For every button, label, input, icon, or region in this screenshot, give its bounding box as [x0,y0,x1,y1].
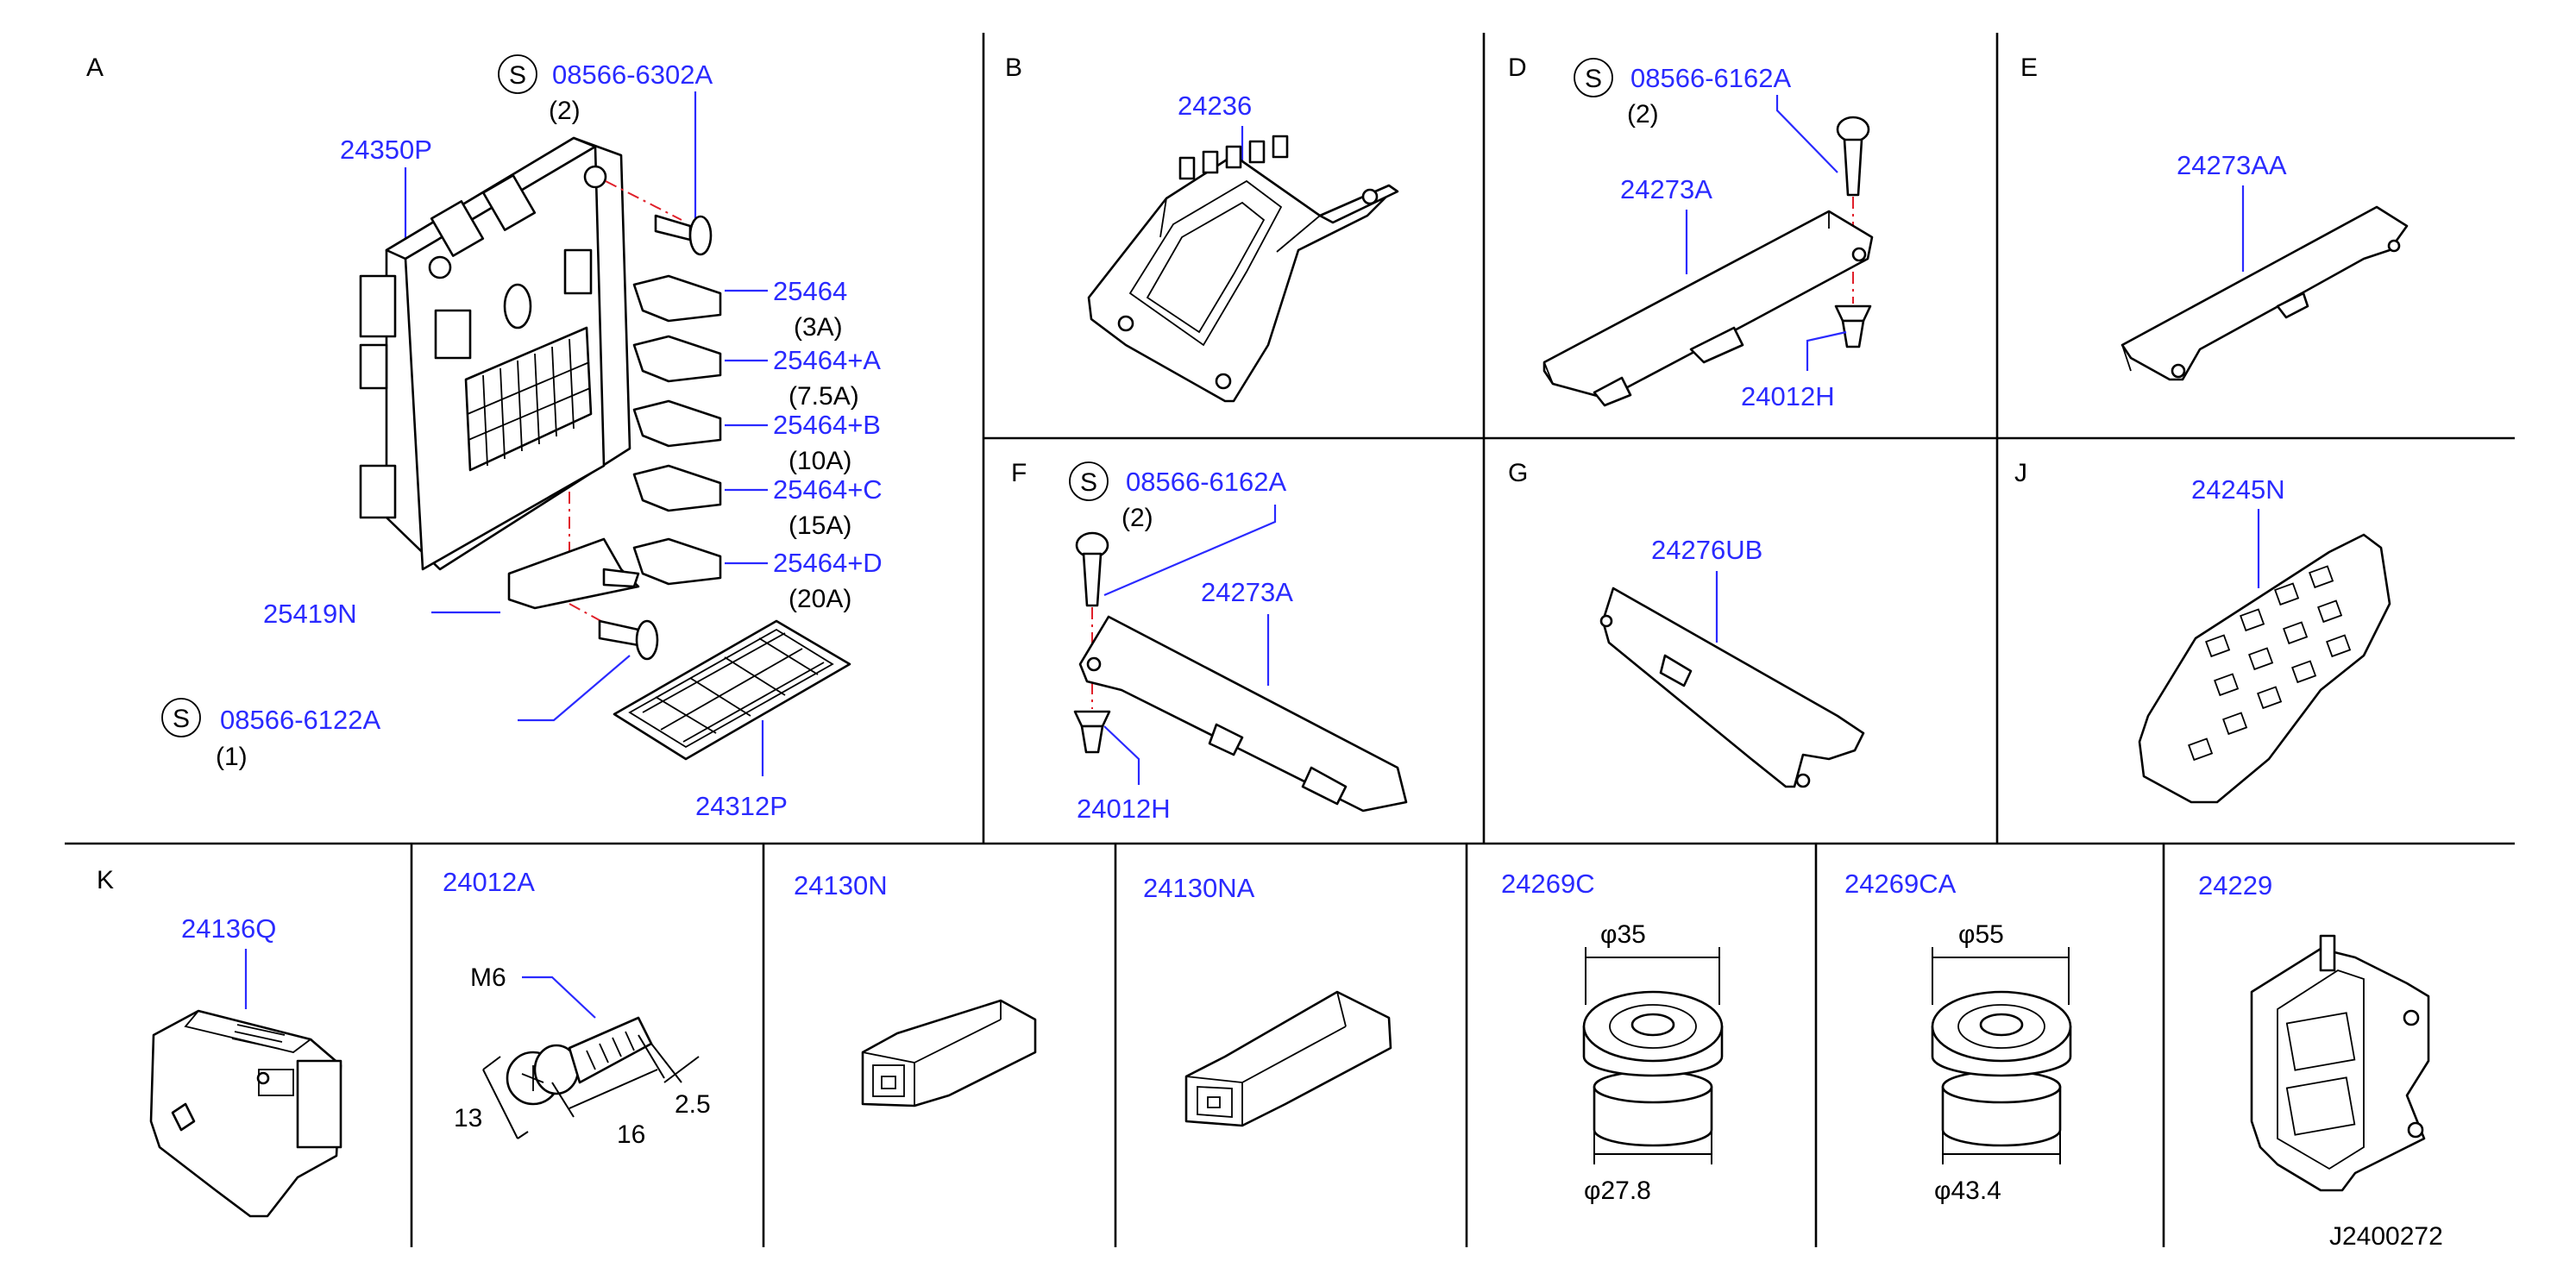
part-25464-b[interactable]: 25464+B [773,410,881,440]
part-d-24012H[interactable]: 24012H [1741,381,1835,411]
section-label-e: E [2020,53,2038,82]
part-25464-c[interactable]: 25464+C [773,474,883,505]
s-mark-f-icon [1069,461,1109,501]
part-24269CA[interactable]: 24269CA [1844,869,1957,899]
section-j: 24245N [2138,474,2391,804]
part-24130N[interactable]: 24130N [794,870,888,900]
section-label-g: G [1508,459,1528,487]
dim-inner-43-4: φ43.4 [1934,1176,2001,1205]
bolt-icon [506,1016,653,1106]
part-24136Q[interactable]: 24136Q [181,913,276,944]
section-d: S 08566-6162A (2) 24273A 24012H [1542,58,1874,411]
section-grommet1: 24269C φ35 φ27.8 [1501,869,1724,1205]
dim-length: 16 [617,1120,645,1149]
part-24236[interactable]: 24236 [1178,91,1252,121]
part-24350P[interactable]: 24350P [340,135,432,165]
part-08566-6122A[interactable]: 08566-6122A [220,705,380,735]
fuse-box-drawing [359,136,631,571]
s-mark-d-icon [1574,58,1613,97]
grid-lines [65,33,2515,1247]
part-24312P[interactable]: 24312P [695,791,788,821]
diagram-code: J2400272 [2329,1222,2443,1251]
bracket-drawing [507,537,640,610]
qty-label: (2) [549,97,581,125]
part-24012A[interactable]: 24012A [443,867,535,897]
section-label-a: A [86,53,104,82]
rating-3a: (3A) [794,313,843,342]
dim-outer-35: φ35 [1600,920,1646,949]
part-25464-a[interactable]: 25464+A [773,345,881,375]
rating-15a: (15A) [789,511,851,540]
section-f: S 08566-6162A (2) 24273A 24012H [1069,461,1408,824]
part-25464-d[interactable]: 25464+D [773,548,883,578]
section-b: 24236 [1087,91,1399,403]
part-24130NA[interactable]: 24130NA [1143,873,1255,903]
s-mark-icon [498,54,537,94]
s-mark-label: S [509,61,526,90]
part-d-08566-6162A[interactable]: 08566-6162A [1630,63,1791,93]
rating-10a: (10A) [789,447,851,475]
rating-20a: (20A) [789,585,851,613]
s-mark-f-label: S [1080,468,1097,497]
section-k: 24136Q [149,913,342,1218]
s-mark-bottom-icon [161,698,201,737]
section-a: S 08566-6302A (2) 24350P [161,54,883,821]
part-24245N[interactable]: 24245N [2191,474,2285,505]
section-conn2: 24130NA [1143,873,1392,1127]
qty-f-label: (2) [1122,504,1153,532]
dim-head: 13 [454,1104,482,1133]
thread-label: M6 [470,963,506,992]
s-mark-bottom-label: S [173,705,190,733]
qty-bottom-label: (1) [216,743,248,771]
part-24229[interactable]: 24229 [2198,870,2272,900]
part-25464[interactable]: 25464 [773,276,847,306]
section-label-d: D [1508,53,1527,82]
screw-f-icon [1075,531,1109,607]
section-label-f: F [1011,459,1027,487]
rating-7-5a: (7.5A) [789,382,859,411]
part-f-24273A[interactable]: 24273A [1201,577,1293,607]
section-label-b: B [1005,53,1022,82]
dim-inner-27-8: φ27.8 [1584,1176,1651,1205]
section-grommet2: 24269CA φ55 φ43.4 [1844,869,2072,1205]
screw-icon [654,214,713,256]
part-f-08566-6162A[interactable]: 08566-6162A [1126,467,1286,497]
section-bolt: 24012A M6 13 16 2.5 [443,867,711,1149]
section-label-j: J [2014,459,2027,487]
section-conn1: 24130N [794,870,1037,1107]
s-mark-d-label: S [1585,65,1602,93]
part-24276UB[interactable]: 24276UB [1651,535,1762,565]
qty-d-label: (2) [1627,100,1659,129]
part-24273AA[interactable]: 24273AA [2177,150,2287,180]
fuse-icons [632,274,722,586]
part-f-24012H[interactable]: 24012H [1077,794,1171,824]
dim-outer-55: φ55 [1958,920,2004,949]
part-d-24273A[interactable]: 24273A [1620,174,1712,204]
clip-f-icon [1073,710,1111,754]
clip-d-icon [1834,304,1872,348]
cover-drawing [613,619,851,761]
section-label-k: K [97,866,114,894]
screw-bottom-icon [598,619,659,661]
part-25419N[interactable]: 25419N [263,599,357,629]
section-g: 24276UB [1599,535,1865,788]
screw-d-icon [1836,116,1870,197]
dim-2-5: 2.5 [675,1090,711,1119]
section-holder: 24229 [2198,870,2430,1192]
part-24269C[interactable]: 24269C [1501,869,1595,899]
section-e: 24273AA [2120,150,2409,381]
part-08566-6302A[interactable]: 08566-6302A [552,60,713,90]
